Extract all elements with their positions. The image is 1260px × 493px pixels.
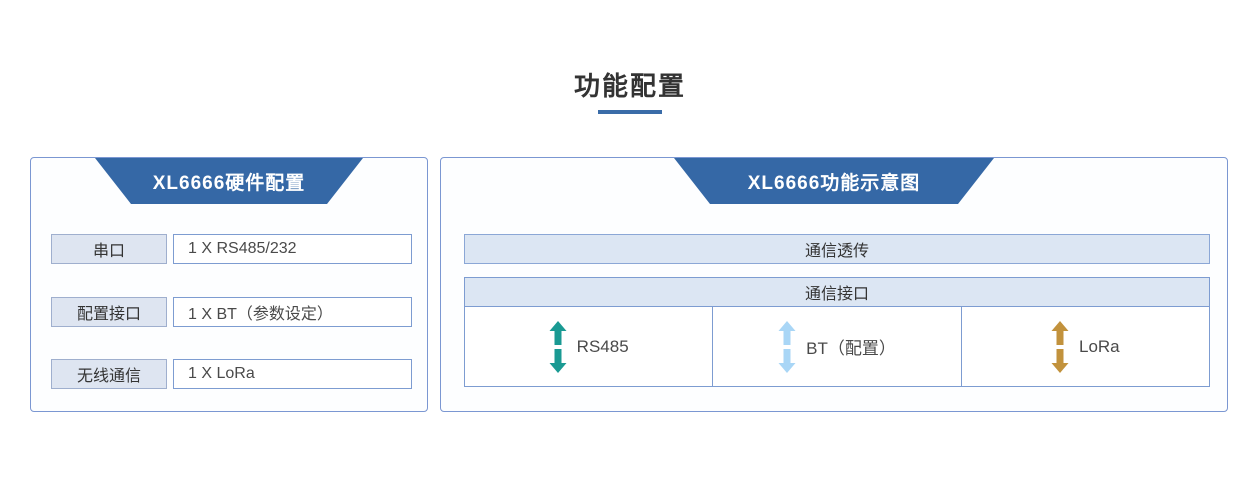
communication-interface-header: 通信接口 [465,278,1209,307]
double-vertical-arrow-icon [778,320,796,373]
interface-cell-rs485: RS485 [465,307,712,386]
communication-interface-body: RS485 BT（配置） [465,307,1209,386]
interface-label: LoRa [1079,336,1120,356]
double-vertical-arrow-icon [549,320,567,373]
hardware-row-label: 配置接口 [51,297,167,327]
page-title: 功能配置 [573,71,686,101]
hardware-row-serial: 串口 1 X RS485/232 [51,234,412,264]
hardware-row-config-interface: 配置接口 1 X BT（参数设定） [51,297,412,327]
hardware-row-value: 1 X BT（参数设定） [173,297,412,327]
communication-interface-table: 通信接口 RS485 [464,277,1210,387]
hardware-row-value: 1 X LoRa [173,359,412,389]
title-underline [598,110,662,114]
double-vertical-arrow-icon [1051,320,1069,373]
function-panel-header: XL6666功能示意图 [674,158,994,204]
hardware-row-label: 串口 [51,234,167,264]
hardware-panel-header: XL6666硬件配置 [95,158,363,204]
interface-cell-bt: BT（配置） [712,307,960,386]
interface-label: BT（配置） [806,339,896,358]
interface-cell-lora: LoRa [960,307,1209,386]
hardware-row-value: 1 X RS485/232 [173,234,412,264]
hardware-row-label: 无线通信 [51,359,167,389]
hardware-config-panel: XL6666硬件配置 串口 1 X RS485/232 配置接口 1 X BT（… [30,157,428,412]
interface-label: RS485 [576,336,629,356]
transparent-transmission-bar: 通信透传 [464,234,1210,264]
hardware-row-wireless: 无线通信 1 X LoRa [51,359,412,389]
function-diagram-panel: XL6666功能示意图 通信透传 通信接口 RS485 [440,157,1228,412]
